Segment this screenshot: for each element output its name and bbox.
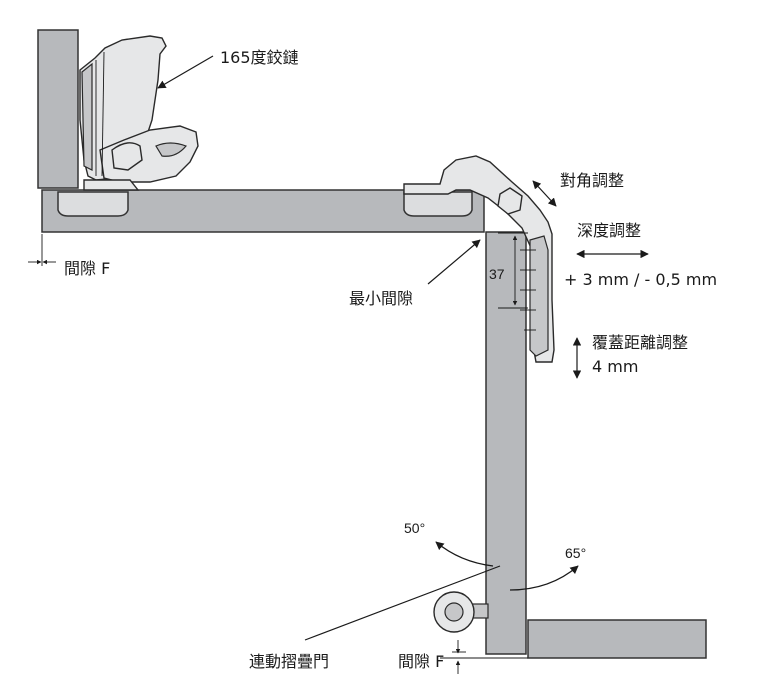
linked-door-label: 連動摺疊門 (249, 652, 329, 671)
angle-65-arc (509, 565, 579, 591)
min-gap-leader (427, 239, 481, 285)
left-cabinet-wall (37, 29, 79, 189)
linked-door-leader (304, 565, 501, 641)
corner-hinge-icon (403, 155, 555, 363)
vertical-door-panel (485, 231, 527, 655)
dim-37-label: 37 (489, 266, 505, 282)
diagonal-adjust-label: 對角調整 (560, 171, 624, 190)
overlay-range-label: 4 mm (592, 357, 638, 376)
overlay-adjust-label: 覆蓋距離調整 (592, 333, 688, 352)
hinge-165-icon (79, 35, 199, 191)
bottom-right-panel (527, 619, 707, 659)
gap-f-left-label: 間隙 F (64, 259, 110, 278)
diagonal-adjust-arrow (532, 180, 557, 207)
hinge-cup-right (403, 191, 473, 217)
roller-icon (433, 591, 489, 633)
depth-range-label: + 3 mm / - 0,5 mm (564, 270, 717, 289)
hinge-cup-left (57, 191, 129, 217)
depth-adjust-label: 深度調整 (577, 221, 641, 240)
gap-f-bottom-label: 間隙 F (398, 652, 444, 671)
angle-50-arc (435, 541, 494, 567)
hinge-165-label: 165度鉸鏈 (220, 48, 299, 67)
min-gap-label: 最小間隙 (349, 289, 413, 308)
angle-65-label: 65° (565, 545, 586, 561)
angle-50-label: 50° (404, 520, 425, 536)
hinge-165-leader (157, 55, 214, 89)
